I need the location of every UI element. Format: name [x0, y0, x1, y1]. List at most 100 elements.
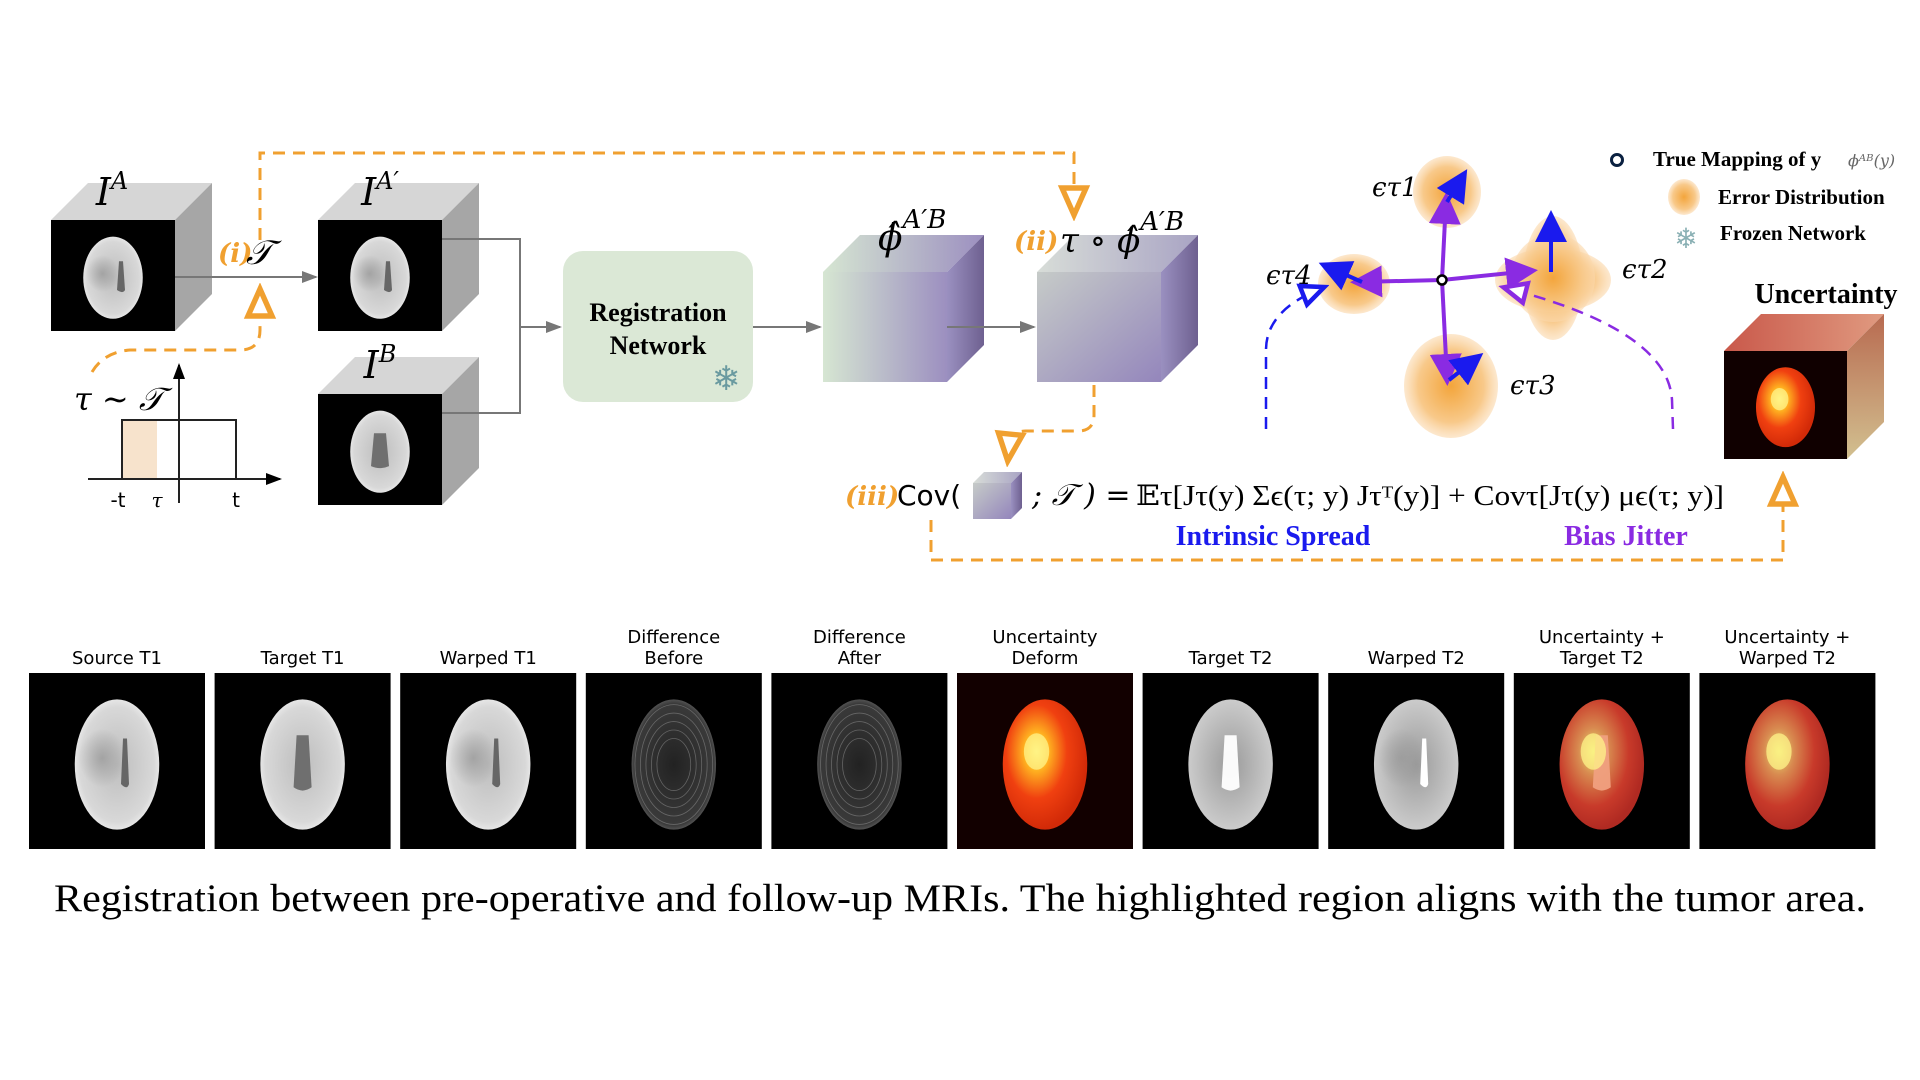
legend-true-mapping: True Mapping of y: [1653, 147, 1822, 171]
error-label-1: ϵτ1: [1372, 173, 1418, 203]
bias-arrow-3: [1429, 279, 1462, 386]
panel-title-line2: Warped T1: [440, 648, 537, 669]
intrinsic-spread-label: Intrinsic Spread: [1176, 521, 1371, 552]
cov-to-uncertainty-line: [929, 480, 1783, 562]
brain-scan-image: [631, 699, 717, 830]
panel-title-line2: Target T1: [260, 648, 345, 669]
error-label-2: ϵτ2: [1622, 255, 1668, 285]
tick-neg-t: -t: [110, 488, 125, 512]
cube-composed-transform: (ii) τ ∘ ϕ̂A′B: [1014, 207, 1198, 382]
brain-scan-image: [260, 699, 345, 830]
orange-dashed-connectors: [90, 151, 1783, 562]
snowflake-icon: ❄: [1674, 222, 1697, 255]
error-blob-3: [1404, 334, 1498, 438]
panel-title-line1: Uncertainty +: [1539, 627, 1665, 648]
panel-title-line2: Target T2: [1188, 648, 1273, 669]
brain-scan-image: [1188, 699, 1273, 830]
spread-arrow-4: [1318, 261, 1363, 291]
label-composed: τ ∘ ϕ̂A′B: [1060, 207, 1184, 261]
bias-jitter-label: Bias Jitter: [1564, 521, 1688, 552]
snowflake-icon: ❄: [712, 359, 741, 399]
registration-network-box: Registration Network ❄: [563, 251, 753, 402]
error-blob-4: [1318, 254, 1390, 314]
cube-input-a: IA: [51, 167, 212, 331]
panel-title-line1: Uncertainty: [992, 627, 1098, 648]
error-distribution-icon: [1668, 179, 1700, 215]
panel: Target T2: [1142, 648, 1319, 849]
label-input-a-prime: IA′: [360, 167, 399, 214]
panel: Warped T1: [400, 648, 577, 849]
true-mapping-point: [1436, 274, 1448, 286]
uniform-distribution-plot: τ ∼ 𝒯 -t τ t: [74, 363, 282, 512]
brain-scan-image: [1745, 699, 1830, 830]
legend: True Mapping of y ϕᴬᴮ(y) Error Distribut…: [1610, 147, 1895, 255]
figure-caption: Registration between pre-operative and f…: [54, 877, 1866, 920]
cube-input-a-prime: IA′: [318, 167, 479, 331]
sampling-label: τ ∼ 𝒯: [74, 380, 173, 418]
panel-title-line2: Source T1: [72, 648, 162, 669]
panel-title-line2: Warped T2: [1368, 648, 1465, 669]
brain-scan-image: [445, 699, 531, 830]
brain-scan-image: [83, 236, 143, 319]
panel-title-line1: Uncertainty +: [1724, 627, 1850, 648]
panel: Uncertainty +Target T2: [1513, 627, 1690, 849]
label-input-b: IB: [363, 340, 397, 387]
spread-arrow-1: [1436, 169, 1468, 205]
cube-input-b: IB: [318, 340, 479, 505]
brain-scan-image: [1373, 699, 1459, 830]
panel: Target T1: [214, 648, 391, 849]
brain-scan-image: [1559, 699, 1645, 830]
registration-label-2: Network: [610, 331, 707, 360]
brain-scan-image: [350, 410, 410, 493]
brain-scan-image: [1755, 367, 1816, 448]
bias-arrow-1: [1428, 192, 1461, 281]
bias-arrow-2: [1441, 257, 1538, 290]
error-vector-diagram: ϵτ1 ϵτ2 ϵτ3 ϵτ4: [1264, 156, 1675, 438]
label-input-a: IA: [95, 167, 128, 214]
cov-rest: ; 𝒯 ) =: [1031, 478, 1131, 513]
panel: Warped T2: [1328, 648, 1505, 849]
covariance-equation: (iii) Cov( ; 𝒯 ) = 𝔼τ[Jτ(y) Σϵ(τ; y) Jτᵀ…: [845, 472, 1724, 552]
legend-frozen-network: Frozen Network: [1720, 221, 1866, 245]
tick-t: t: [232, 488, 240, 512]
error-label-3: ϵτ3: [1510, 371, 1556, 401]
bias-arrow-4: [1350, 265, 1443, 298]
panel: Source T1: [29, 648, 205, 849]
panel-title-line1: Difference: [813, 627, 906, 648]
error-label-4: ϵτ4: [1266, 261, 1312, 291]
panel-title-line2: Before: [644, 648, 703, 669]
brain-scan-image: [1002, 699, 1088, 830]
brain-scan-image: [817, 699, 902, 830]
equation-body: 𝔼τ[Jτ(y) Σϵ(τ; y) Jτᵀ(y)] + Covτ[Jτ(y) μ…: [1136, 481, 1724, 512]
bias-jitter-link: [1506, 288, 1675, 430]
step-ii-tag: (ii): [1014, 227, 1058, 257]
true-mapping-marker-icon: [1610, 153, 1624, 167]
tau-feed-line: [258, 151, 1074, 240]
step-iii-tag: (iii): [845, 482, 899, 512]
panel-title-line2: Warped T2: [1739, 648, 1836, 669]
spread-arrow-3: [1447, 353, 1484, 386]
legend-error-distribution: Error Distribution: [1718, 185, 1885, 209]
tick-tau: τ: [151, 488, 163, 512]
panel-title-line1: Difference: [627, 627, 720, 648]
registration-label-1: Registration: [589, 298, 727, 327]
step-i-tag: (i): [218, 239, 252, 269]
cube-phi-hat: ϕ̂A′B: [823, 205, 984, 382]
brain-scan-image: [74, 699, 160, 830]
brain-scan-image: [350, 236, 410, 319]
panel-title-line2: Deform: [1012, 648, 1079, 669]
tau-to-cov-line: [1008, 385, 1096, 458]
label-phi-hat: ϕ̂A′B: [878, 205, 946, 259]
legend-true-mapping-math: ϕᴬᴮ(y): [1848, 151, 1895, 170]
panel: Uncertainty +Warped T2: [1699, 627, 1876, 849]
cube-uncertainty: Uncertainty: [1724, 279, 1898, 459]
step-i-symbol: 𝒯: [246, 233, 282, 273]
cov-open: Cov(: [897, 479, 961, 512]
panel-title-line2: Target T2: [1559, 648, 1644, 669]
mini-cube-icon: [973, 472, 1022, 519]
uncertainty-title: Uncertainty: [1754, 279, 1897, 310]
